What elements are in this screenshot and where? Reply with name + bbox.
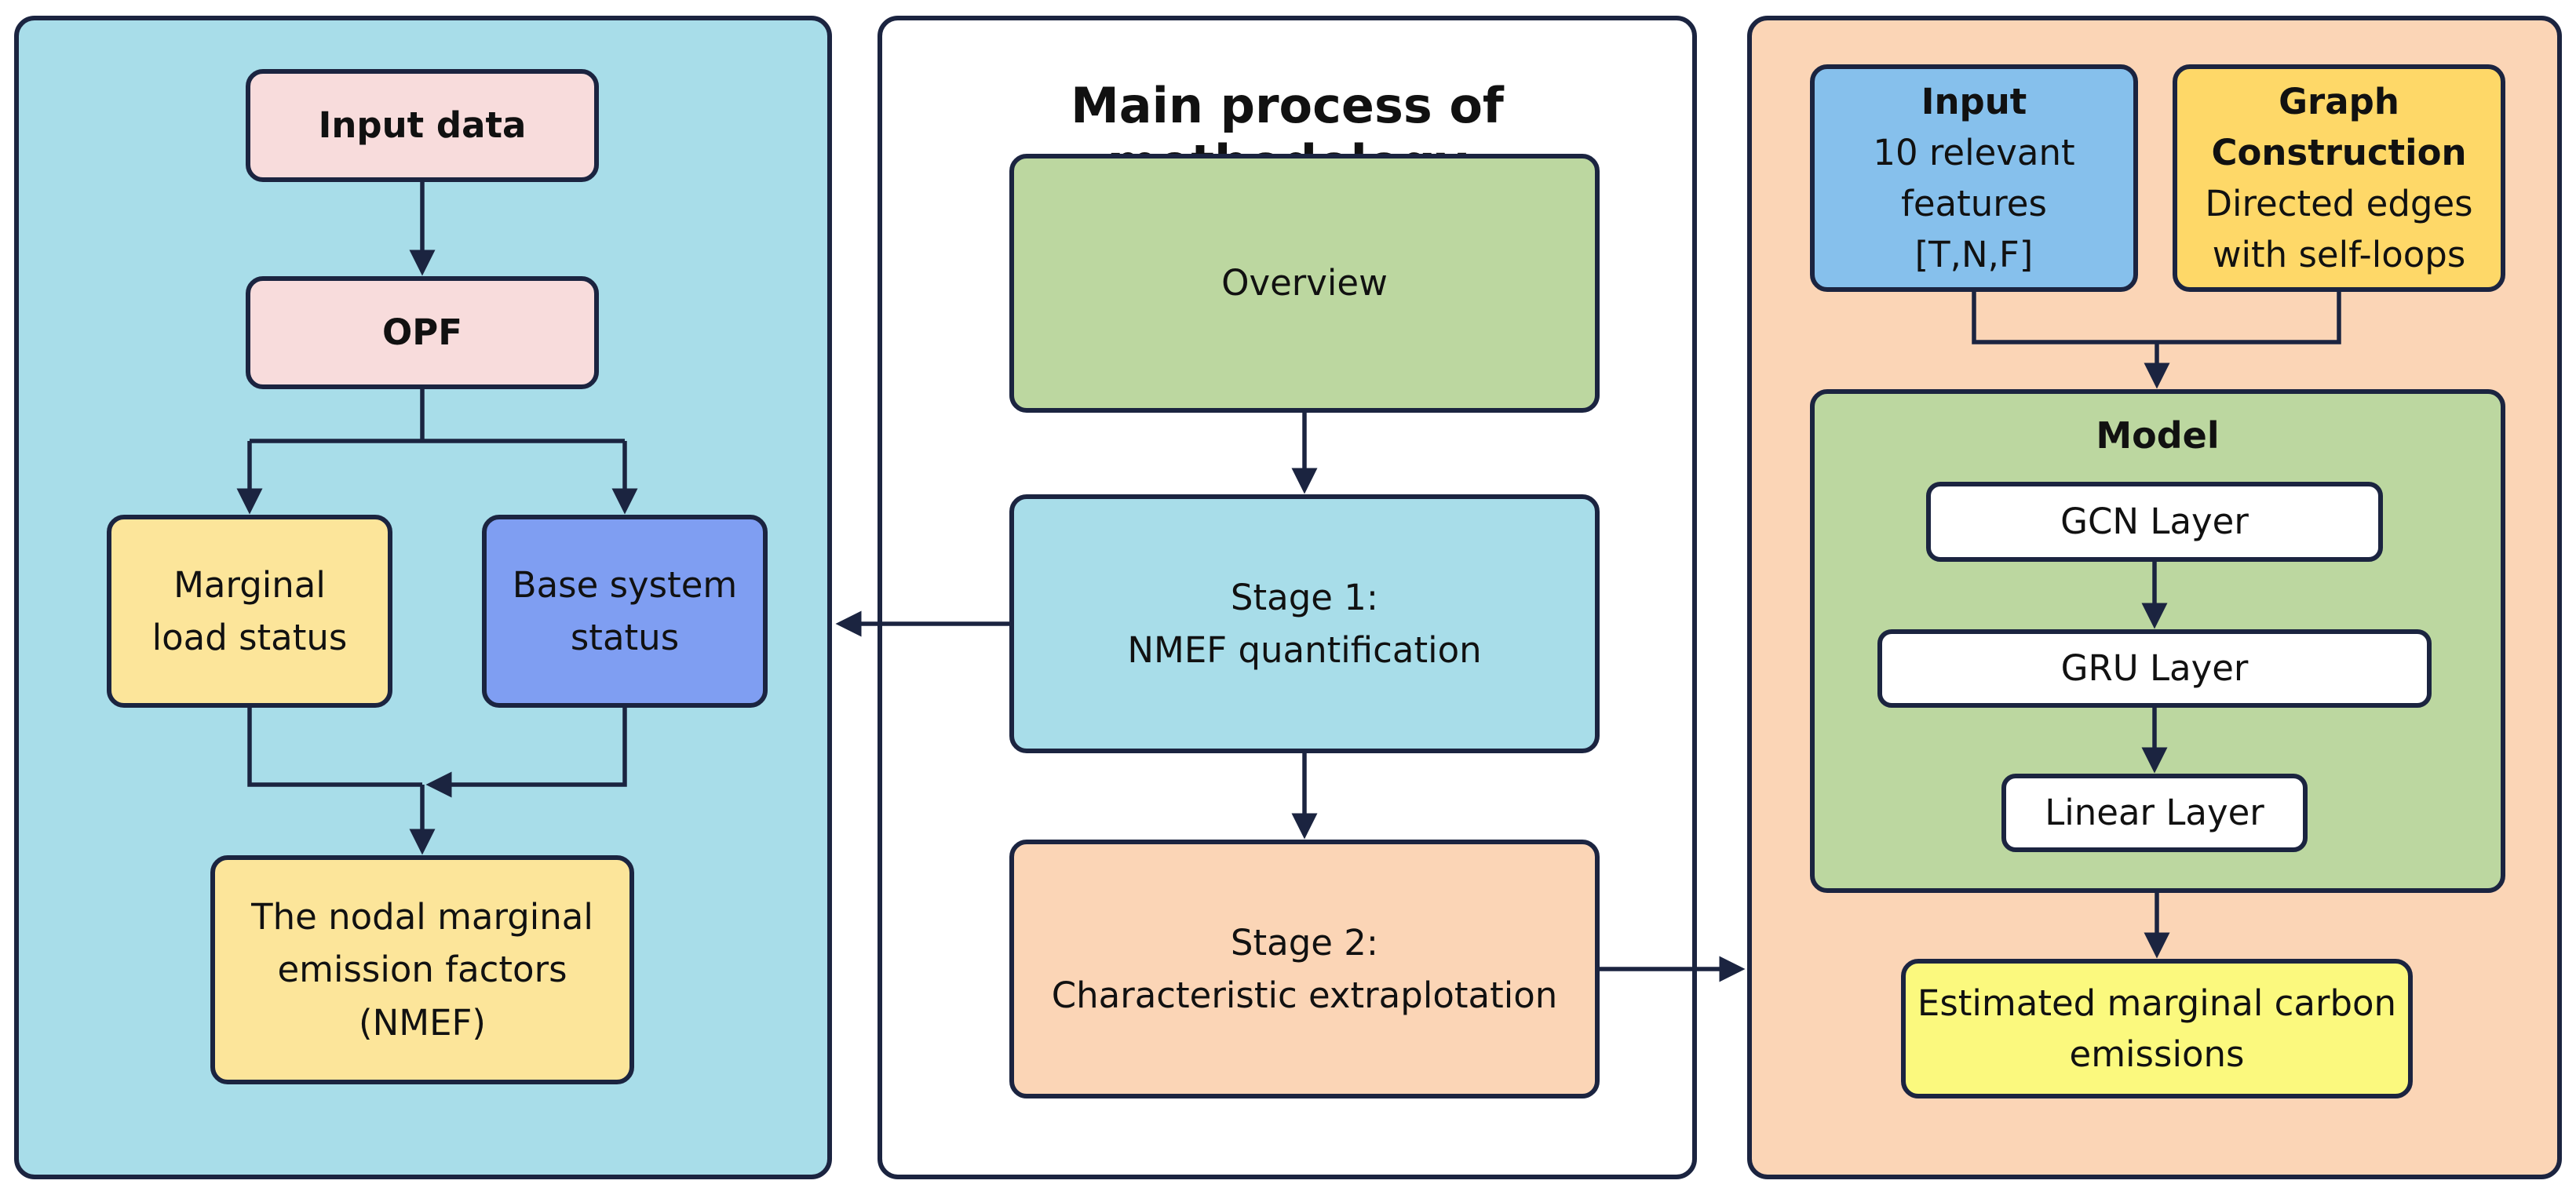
opf-label: OPF <box>382 312 462 354</box>
input-data-label: Input data <box>318 104 527 147</box>
input-box: Input 10 relevant features [T,N,F] <box>1810 64 2138 292</box>
input-line-3: [T,N,F] <box>1914 234 2034 276</box>
overview-box: Overview <box>1009 154 1600 413</box>
line-input-to-join <box>1972 292 2341 344</box>
linear-layer-box: Linear Layer <box>2001 774 2308 852</box>
output-line-2: emissions <box>2069 1033 2245 1075</box>
input-data-box: Input data <box>246 69 599 182</box>
nmef-box: The nodal marginal emission factors (NME… <box>210 855 634 1084</box>
input-line-1: 10 relevant <box>1873 131 2075 173</box>
model-title: Model <box>2096 414 2220 457</box>
graph-line-1: Directed edges <box>2205 183 2473 224</box>
estimated-emissions-box: Estimated marginal carbon emissions <box>1901 959 2413 1098</box>
graph-line-2: with self-loops <box>2212 234 2466 276</box>
stage2-line-2: Characteristic extraplotation <box>1051 975 1558 1016</box>
gru-layer-label: GRU Layer <box>2060 647 2249 690</box>
marginal-load-line-2: load status <box>151 617 348 658</box>
linear-layer-label: Linear Layer <box>2045 792 2264 834</box>
base-system-line-1: Base system <box>512 563 738 606</box>
stage2-box: Stage 2: Characteristic extraplotation <box>1009 840 1600 1098</box>
arrow-base-to-join <box>425 708 627 798</box>
nmef-line-3: (NMEF) <box>359 1001 486 1044</box>
marginal-load-line-1: Marginal <box>173 563 326 606</box>
graph-construction-box: Graph Construction Directed edges with s… <box>2173 64 2505 292</box>
opf-box: OPF <box>246 276 599 389</box>
overview-label: Overview <box>1221 262 1388 304</box>
output-line-1: Estimated marginal carbon <box>1917 982 2397 1024</box>
base-system-line-2: status <box>570 617 680 658</box>
base-system-status-box: Base system status <box>482 515 768 708</box>
stage1-line-1: Stage 1: <box>1230 576 1379 618</box>
marginal-load-status-box: Marginal load status <box>107 515 392 708</box>
graph-title-line-2: Construction <box>2211 131 2467 173</box>
line-marginal-to-join <box>247 708 422 787</box>
gcn-layer-label: GCN Layer <box>2060 501 2249 543</box>
stage2-line-1: Stage 2: <box>1230 921 1379 964</box>
graph-title-line-1: Graph <box>2279 80 2399 122</box>
stage1-box: Stage 1: NMEF quantification <box>1009 494 1600 753</box>
input-line-2: features <box>1901 183 2047 224</box>
gru-layer-box: GRU Layer <box>1877 629 2432 708</box>
nmef-line-1: The nodal marginal <box>251 895 593 938</box>
stage1-line-2: NMEF quantification <box>1127 629 1482 671</box>
gcn-layer-box: GCN Layer <box>1926 482 2383 562</box>
nmef-line-2: emission factors <box>277 949 567 991</box>
input-title: Input <box>1921 80 2027 122</box>
